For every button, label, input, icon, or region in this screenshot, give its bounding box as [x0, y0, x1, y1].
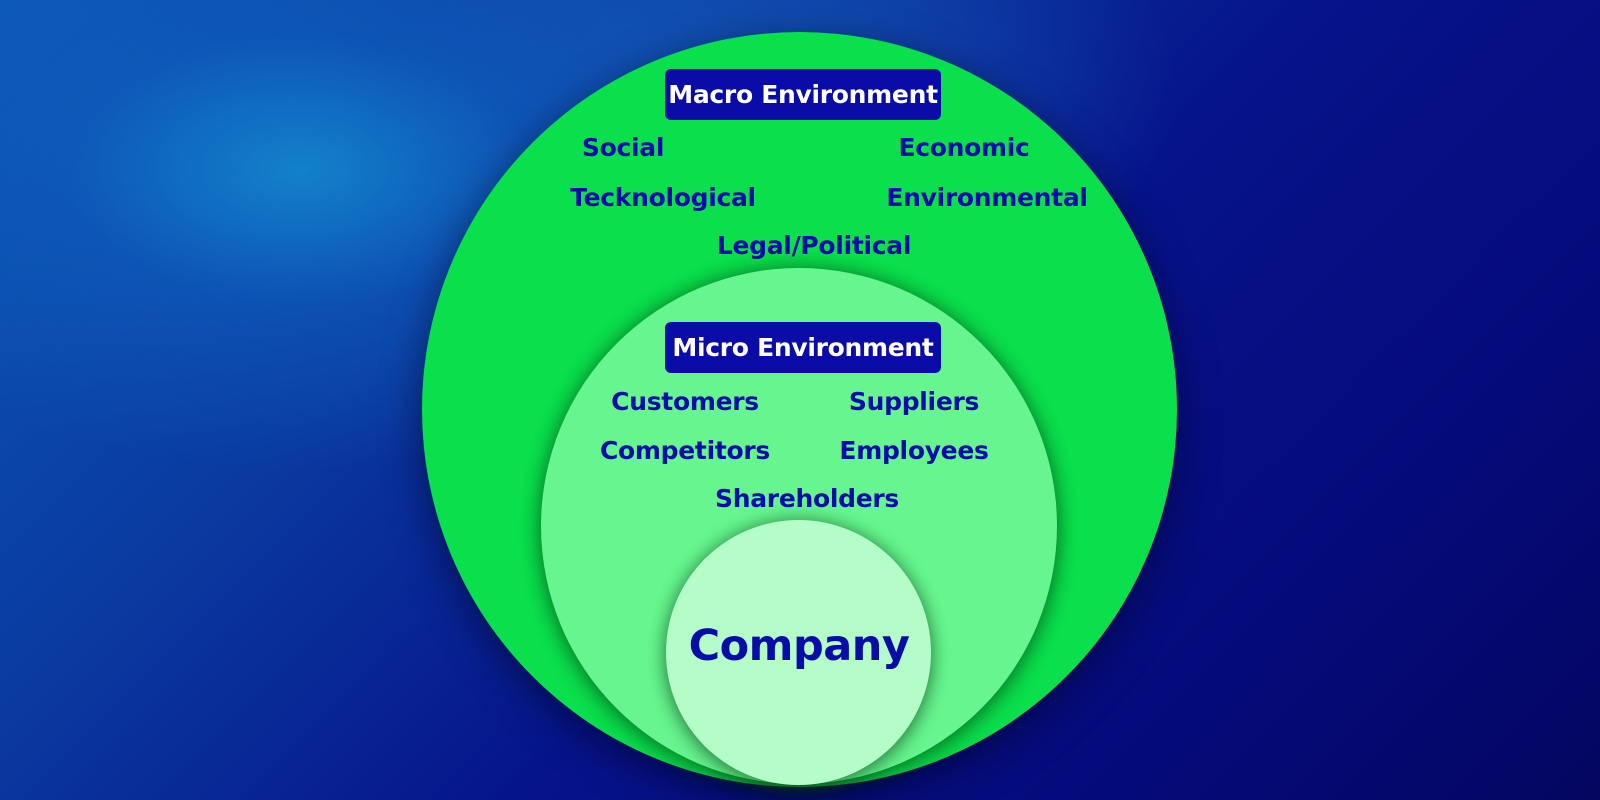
- macro-factor-environmental: Environmental: [886, 183, 1088, 212]
- micro-factor-competitors: Competitors: [600, 436, 770, 465]
- company-label: Company: [688, 621, 910, 671]
- micro-environment-title: Micro Environment: [665, 322, 941, 373]
- macro-factor-social: Social: [581, 133, 665, 162]
- company-circle: [666, 520, 931, 785]
- macro-factor-technological: Tecknological: [570, 183, 756, 212]
- micro-factor-customers: Customers: [611, 387, 759, 416]
- macro-factor-legal-political: Legal/Political: [716, 231, 912, 260]
- micro-factor-suppliers: Suppliers: [848, 387, 980, 416]
- macro-environment-title: Macro Environment: [665, 69, 941, 120]
- micro-factor-shareholders: Shareholders: [715, 484, 899, 513]
- micro-factor-employees: Employees: [839, 436, 989, 465]
- macro-factor-economic: Economic: [898, 133, 1030, 162]
